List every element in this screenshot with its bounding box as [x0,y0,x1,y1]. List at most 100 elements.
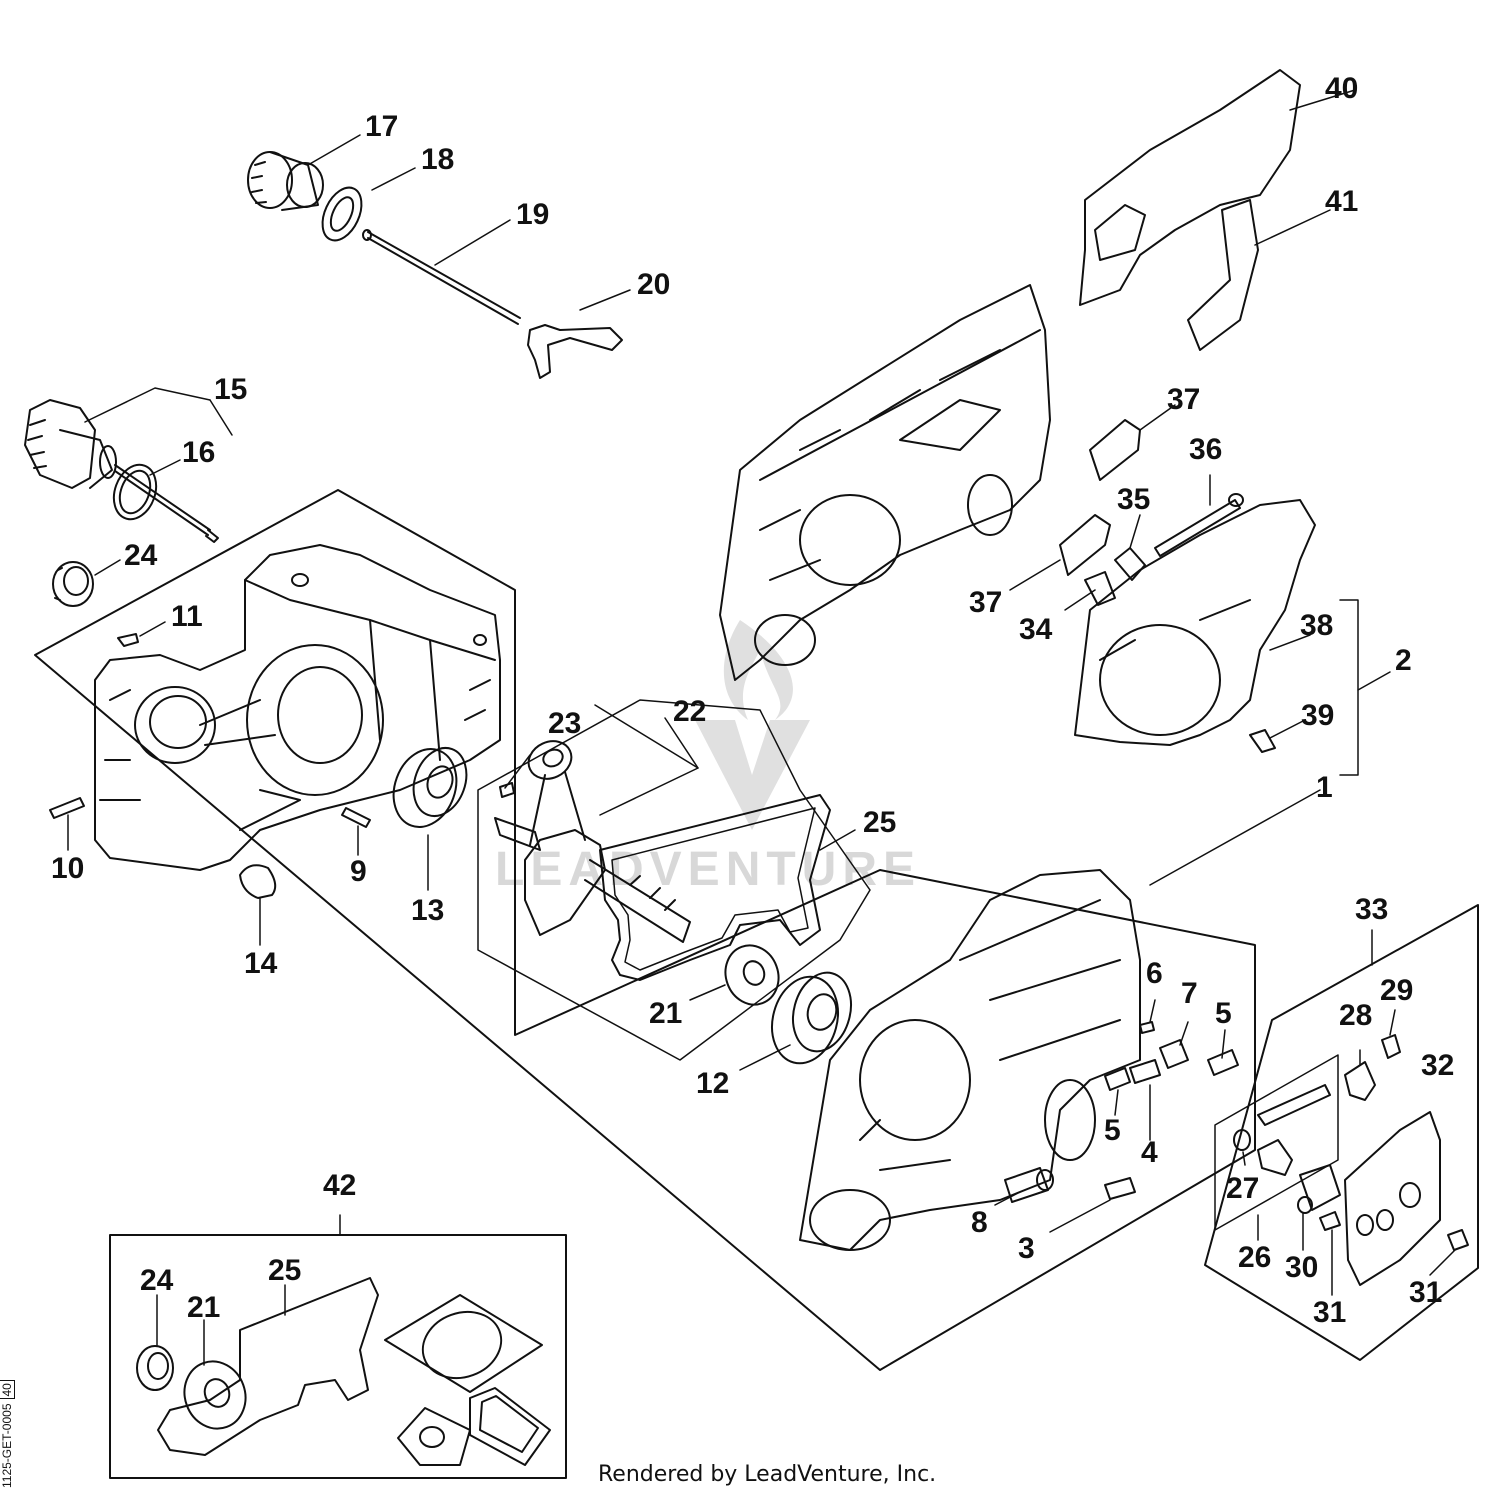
callout-11: 11 [171,600,203,633]
footer-credit: Rendered by LeadVenture, Inc. [598,1462,937,1487]
rod-icon [367,231,521,325]
stud-short-icon [1207,1049,1239,1076]
callout-2: 2 [1395,644,1412,677]
gasket-icon [599,794,831,981]
pump-cover-icon [1344,1111,1441,1286]
oil-pump-icon [24,399,219,543]
pinion-icon [247,151,324,211]
callout-38: 38 [1300,609,1333,642]
right-crankcase-icon [799,869,1141,1251]
stud-bottom-icon [1104,1177,1136,1200]
seal-ring-icon [724,944,780,1006]
document-id-text: 1125-GET-0005 [0,1403,14,1489]
stud-short-icon-2 [1104,1067,1131,1091]
callout-12: 12 [696,1067,729,1100]
plug-icon [239,864,277,899]
callout-28: 28 [1339,999,1372,1032]
bearing-icon [392,747,468,828]
gasket-set-box [109,1234,567,1479]
callout-33: 33 [1355,893,1388,926]
callout-21a: 21 [649,997,682,1030]
callout-labels: 1 2 3 4 5 5 6 7 8 9 10 11 12 13 14 15 16… [51,72,1454,1329]
callout-8: 8 [971,1206,988,1239]
callout-36: 36 [1189,433,1222,466]
callout-7: 7 [1181,977,1198,1010]
group-outline-oil-pump [1204,904,1479,1361]
o-ring-icon [1233,1129,1251,1151]
leader-lines [67,89,1456,1366]
callout-19: 19 [516,198,549,231]
chain-catcher-lower-icon [1059,514,1111,576]
callout-15: 15 [214,373,247,406]
callout-3: 3 [1018,1232,1035,1265]
callout-41: 41 [1325,185,1358,218]
cover-bolt-icon [1447,1229,1469,1251]
callout-37a: 37 [1167,383,1200,416]
callout-24b: 24 [140,1264,174,1297]
callout-23: 23 [548,707,581,740]
bracket-icon [1344,1061,1376,1101]
worm-gear-icon [1257,1084,1331,1126]
callout-31a: 31 [1313,1296,1346,1329]
callout-5a: 5 [1104,1114,1121,1147]
washer-icon [321,186,363,242]
clip-icon [1381,1034,1401,1059]
callout-10: 10 [51,852,84,885]
stud-icon [49,797,85,819]
left-crankcase-icon [94,544,501,871]
group-outline-pump-inner [1214,1054,1339,1231]
document-revision: 40 [0,1380,15,1400]
callout-27: 27 [1226,1172,1259,1205]
callout-5b: 5 [1215,997,1232,1030]
callout-18: 18 [421,143,454,176]
callout-1: 1 [1316,771,1333,804]
callout-13: 13 [411,894,444,927]
cover-screw-icon [1249,729,1276,753]
callout-37b: 37 [969,586,1002,619]
sprocket-cover-plate-icon [1074,499,1316,746]
callout-21b: 21 [187,1291,220,1324]
gasket-set-icon [136,1277,551,1466]
callout-42: 42 [323,1169,356,1202]
callout-4: 4 [1141,1136,1158,1169]
callout-22: 22 [673,695,706,728]
crankshaft-icon [494,740,691,943]
dowel-pin-icon [1139,1021,1155,1034]
lever-icon [527,324,623,379]
callout-30: 30 [1285,1251,1318,1284]
document-id: 1125-GET-0005 40 [0,1380,15,1489]
callout-6: 6 [1146,957,1163,990]
callout-39: 39 [1301,699,1334,732]
pump-gear-icon [1257,1139,1293,1176]
seal-icon [52,561,94,607]
watermark-logo-icon [695,620,810,830]
callout-20: 20 [637,268,670,301]
spacer-icon [1114,547,1146,581]
bolt-icon [1154,499,1241,557]
chain-catcher-icon [1089,419,1141,481]
bushing-icon [1159,1039,1189,1069]
sprocket-cover-icon [1079,69,1301,306]
callout-32: 32 [1421,1049,1454,1082]
callout-14: 14 [244,947,278,980]
stud-long-icon [1129,1059,1161,1084]
callout-24a: 24 [124,539,158,572]
watermark-text: LEADVENTURE [495,843,921,896]
callout-17: 17 [365,110,398,143]
callout-26: 26 [1238,1241,1271,1274]
group-outline-crankshaft [477,699,871,1061]
crankcase-assembly-icon [719,284,1051,681]
callout-25a: 25 [863,806,896,839]
pump-plate-icon [1299,1164,1341,1211]
callout-34: 34 [1019,613,1053,646]
bearing-right-icon [771,971,852,1065]
screw-icon [117,633,139,647]
pin-icon [341,807,371,828]
callout-25b: 25 [268,1254,301,1287]
group-outline-crankcase [34,489,1256,1371]
callout-9: 9 [350,855,367,888]
chain-guard-icon [1187,199,1259,351]
callout-40: 40 [1325,72,1358,105]
nut-icon [1084,571,1116,606]
